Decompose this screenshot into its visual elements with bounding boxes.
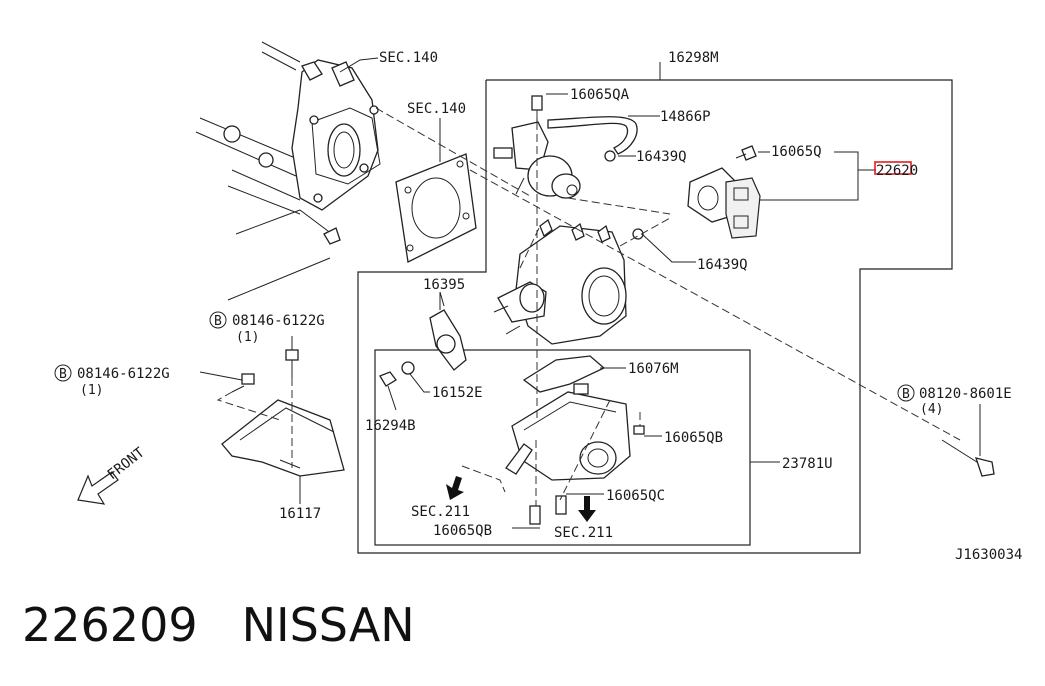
label-bolt-08146-left-qty: (1) xyxy=(80,383,103,398)
label-sec211-left: SEC.211 xyxy=(411,504,470,520)
label-sec211-right: SEC.211 xyxy=(554,525,613,541)
nut-16439q-upper xyxy=(604,150,616,162)
label-16076m: 16076M xyxy=(628,361,679,377)
callout-bolt-top: B 08146-6122G (1) xyxy=(209,311,325,345)
label-16065qa: 16065QA xyxy=(570,87,630,103)
washer-16152e xyxy=(401,361,415,375)
intake-gasket xyxy=(395,153,477,263)
front-direction-arrow: FRONT xyxy=(77,444,149,505)
sec211-arrow-left xyxy=(446,476,464,500)
throttle-chamber-23781u xyxy=(505,383,631,481)
label-16294b: 16294B xyxy=(365,418,416,434)
label-bolt-08120-qty: (4) xyxy=(920,402,943,417)
label-16298m: 16298M xyxy=(668,50,719,66)
label-16439q-upper: 16439Q xyxy=(636,149,687,165)
bolt-16065qb-right xyxy=(633,425,645,435)
sec211-arrow-right xyxy=(578,496,596,522)
b-marker-left: B xyxy=(59,367,67,382)
nut-16439q-lower xyxy=(632,228,644,240)
assembly-guide-lines xyxy=(216,107,961,506)
intake-manifold-illustration xyxy=(195,41,381,301)
air-hose-14866p xyxy=(547,116,638,155)
label-bolt-08120: 08120-8601E xyxy=(919,386,1012,402)
label-23781u: 23781U xyxy=(782,456,833,472)
bolt-08120-right xyxy=(941,439,995,477)
label-16395: 16395 xyxy=(423,277,465,293)
bolt-16065qc xyxy=(555,495,567,515)
label-bolt-08146-left: 08146-6122G xyxy=(77,366,170,382)
label-22620: 22620 xyxy=(876,163,918,179)
b-marker-top: B xyxy=(214,314,222,329)
front-label: FRONT xyxy=(105,444,149,483)
callout-bolt-right: B 08120-8601E (4) xyxy=(897,384,1012,417)
bottom-caption: 226209 NISSAN xyxy=(22,598,459,652)
gasket-16076m xyxy=(522,355,606,393)
label-sec140-top: SEC.140 xyxy=(379,50,438,66)
throttle-body-main xyxy=(493,218,627,345)
assembly-frame-16298m xyxy=(357,79,953,554)
label-16065qb-right: 16065QB xyxy=(664,430,723,446)
label-sec140-mid: SEC.140 xyxy=(407,101,466,117)
figure-code: J1630034 xyxy=(955,547,1022,563)
nut-16294b xyxy=(379,371,397,387)
bolt-08146-top xyxy=(285,349,299,378)
label-16065qc: 16065QC xyxy=(606,488,665,504)
caption-part-number: 226209 xyxy=(22,598,198,652)
label-bolt-08146-top-qty: (1) xyxy=(236,330,259,345)
idle-air-control-valve xyxy=(493,95,581,199)
assembly-frame-23781u xyxy=(374,349,751,546)
bolt-08146-left xyxy=(231,373,255,393)
bracket-16117 xyxy=(221,399,345,477)
label-16065q: 16065Q xyxy=(771,144,822,160)
bolt-16065qb-bottom xyxy=(529,505,541,525)
throttle-drum-16395 xyxy=(429,291,467,371)
label-16152e: 16152E xyxy=(432,385,483,401)
throttle-position-sensor xyxy=(687,145,761,239)
b-marker-right: B xyxy=(902,387,910,402)
label-16065qb-bottom: 16065QB xyxy=(433,523,492,539)
caption-brand: NISSAN xyxy=(241,598,415,652)
label-16439q-lower: 16439Q xyxy=(697,257,748,273)
label-14866p: 14866P xyxy=(660,109,711,125)
label-16117: 16117 xyxy=(279,506,321,522)
label-leader-lines xyxy=(199,57,981,529)
label-bolt-08146-top: 08146-6122G xyxy=(232,313,325,329)
callout-bolt-left: B 08146-6122G (1) xyxy=(54,364,170,398)
highlight-box-22620 xyxy=(874,161,912,175)
